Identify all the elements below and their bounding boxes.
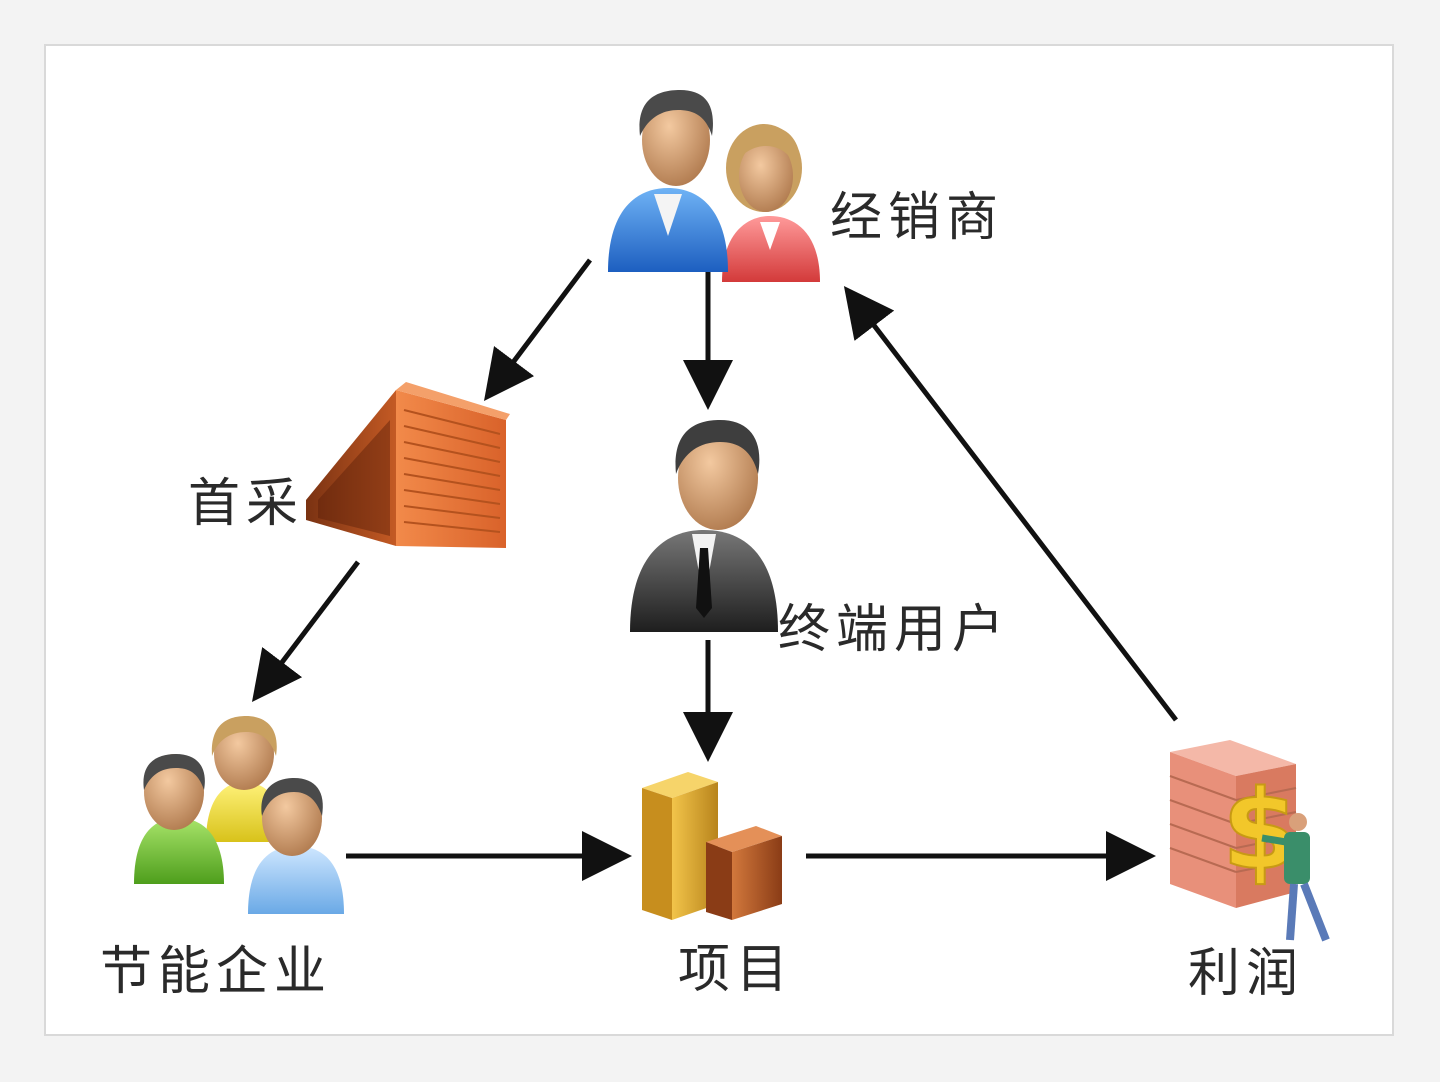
- arrow-distributor-to-purchase: [483, 258, 592, 401]
- couple-icon: [608, 90, 820, 282]
- arrow-profit-to-distributor: [843, 286, 1178, 722]
- project-label: 项目: [678, 940, 795, 1000]
- arrows: [251, 258, 1178, 881]
- distributor-label: 经销商: [830, 188, 1005, 248]
- energy-companies-label: 节能企业: [100, 942, 333, 1002]
- businessman-icon: [630, 420, 778, 632]
- group-icon: [134, 716, 344, 914]
- profit-label: 利润: [1188, 944, 1305, 1004]
- arrow-purchase-to-energy-companies: [251, 560, 360, 702]
- purchase-label: 首采: [188, 474, 305, 534]
- warehouse-icon: [306, 382, 510, 548]
- bar-blocks-icon: [642, 772, 782, 920]
- end-user-label: 终端用户: [778, 600, 1011, 660]
- money-wall-icon: $: [1169, 740, 1330, 942]
